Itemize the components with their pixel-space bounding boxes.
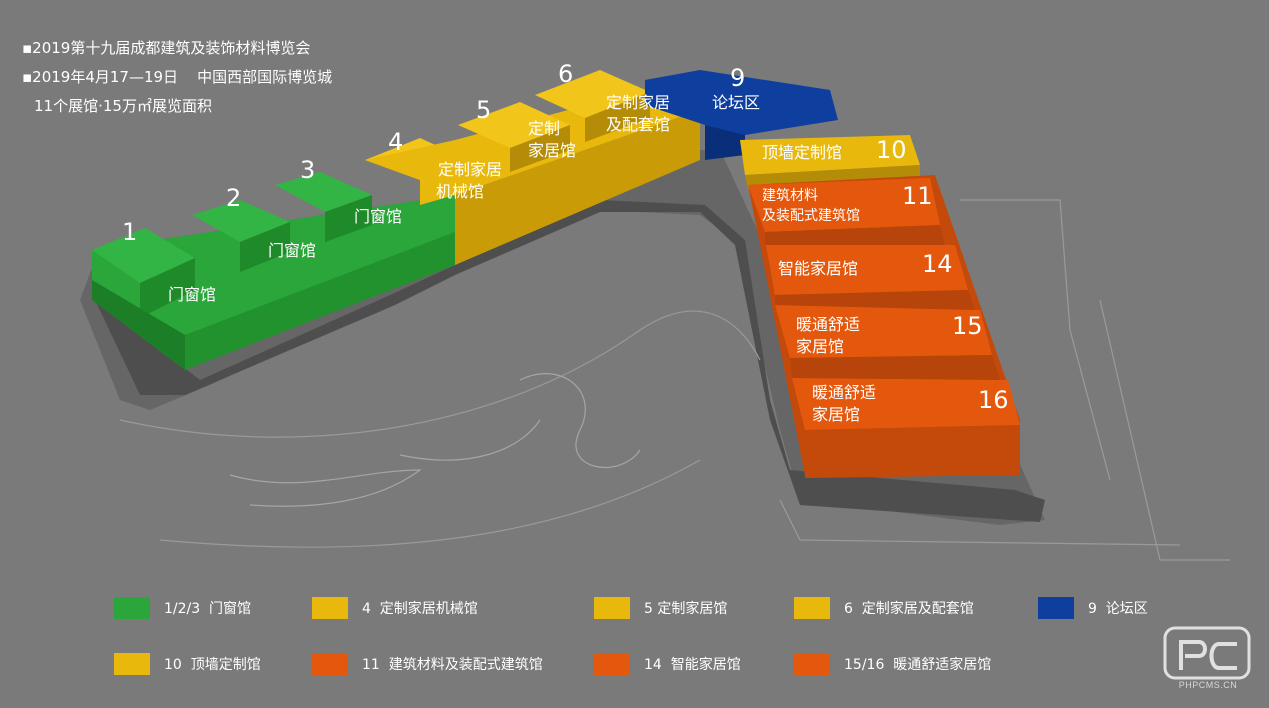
hall-6-name-line1: 定制家居 — [606, 93, 670, 112]
hall-10-name: 顶墙定制馆 — [762, 143, 842, 162]
hall-15-name-line1: 暖通舒适 — [796, 315, 860, 334]
legend-swatch-yellow — [114, 653, 150, 675]
hall-3-name: 门窗馆 — [354, 207, 402, 226]
hall-1-3-block[interactable] — [92, 172, 455, 370]
hall-6-name-line2: 及配套馆 — [606, 115, 670, 134]
hall-4-name-line2: 机械馆 — [436, 182, 484, 201]
hall-11-name-line2: 及装配式建筑馆 — [762, 208, 860, 224]
legend-item-hall-4: 4 定制家居机械馆 — [312, 597, 478, 619]
hall-4-6-block[interactable] — [365, 70, 700, 265]
hall-16-name-line2: 家居馆 — [812, 405, 860, 424]
hall-14-name: 智能家居馆 — [778, 259, 858, 278]
legend-swatch-yellow — [794, 597, 830, 619]
legend-label: 5 定制家居馆 — [644, 601, 728, 617]
event-title: ▪2019第十九届成都建筑及装饰材料博览会 — [22, 39, 311, 57]
legend-label: 11 建筑材料及装配式建筑馆 — [362, 657, 543, 673]
legend-item-hall-14: 14 智能家居馆 — [594, 653, 741, 675]
hall-11-number: 11 — [902, 182, 933, 210]
legend-item-forum-9: 9 论坛区 — [1038, 597, 1148, 619]
hall-1-number: 1 — [122, 218, 137, 246]
legend-label: 10 顶墙定制馆 — [164, 657, 261, 673]
legend-swatch-orange — [794, 653, 830, 675]
hall-16-name-line1: 暖通舒适 — [812, 383, 876, 402]
hall-15-number: 15 — [952, 312, 983, 340]
event-scale: 11个展馆·15万㎡展览面积 — [34, 97, 212, 115]
legend-item-halls-1-3: 1/2/3 门窗馆 — [114, 597, 251, 619]
pc-logo-icon — [1163, 626, 1251, 680]
legend-label: 14 智能家居馆 — [644, 657, 741, 673]
legend-swatch-yellow — [312, 597, 348, 619]
hall-9-name: 论坛区 — [712, 93, 760, 112]
legend-label: 6 定制家居及配套馆 — [844, 601, 974, 617]
legend-swatch-green — [114, 597, 150, 619]
hall-1-name: 门窗馆 — [168, 285, 216, 304]
legend-label: 1/2/3 门窗馆 — [164, 601, 252, 617]
legend-label: 15/16 暖通舒适家居馆 — [844, 657, 992, 673]
hall-3-number: 3 — [300, 156, 315, 184]
event-date-venue: ▪2019年4月17—19日 中国西部国际博览城 — [22, 68, 333, 86]
hall-5-number: 5 — [476, 96, 491, 124]
hall-4-name-line1: 定制家居 — [438, 160, 502, 179]
legend-item-hall-11: 11 建筑材料及装配式建筑馆 — [312, 653, 543, 675]
hall-labels: 1 门窗馆 2 门窗馆 3 门窗馆 4 定制家居 机械馆 5 定制 家居馆 6 … — [122, 60, 1009, 424]
hall-2-name: 门窗馆 — [268, 241, 316, 260]
legend-swatch-blue — [1038, 597, 1074, 619]
hall-5-name-line1: 定制 — [528, 119, 560, 138]
legend-item-hall-10: 10 顶墙定制馆 — [114, 653, 261, 675]
hall-4-number: 4 — [388, 128, 403, 156]
hall-5-name-line2: 家居馆 — [528, 141, 576, 160]
legend-label: 4 定制家居机械馆 — [362, 601, 478, 617]
hall-2-number: 2 — [226, 184, 241, 212]
watermark-text: PHPCMS.CN — [1178, 680, 1238, 690]
legend-swatch-orange — [594, 653, 630, 675]
event-info: ▪2019第十九届成都建筑及装饰材料博览会 ▪2019年4月17—19日 中国西… — [22, 34, 332, 121]
legend-item-hall-5: 5 定制家居馆 — [594, 597, 727, 619]
hall-6-number: 6 — [558, 60, 573, 88]
legend-label: 9 论坛区 — [1088, 601, 1148, 617]
hall-16-number: 16 — [978, 386, 1009, 414]
legend-swatch-yellow — [594, 597, 630, 619]
legend-item-hall-6: 6 定制家居及配套馆 — [794, 597, 974, 619]
hall-11-name-line1: 建筑材料 — [762, 188, 818, 204]
hall-11-16-block[interactable] — [748, 175, 1020, 478]
hall-9-number: 9 — [730, 64, 745, 92]
legend-swatch-orange — [312, 653, 348, 675]
hall-10-number: 10 — [876, 136, 907, 164]
hall-15-name-line2: 家居馆 — [796, 337, 844, 356]
legend-item-halls-15-16: 15/16 暖通舒适家居馆 — [794, 653, 991, 675]
forum-9-block[interactable] — [645, 70, 838, 160]
hall-14-number: 14 — [922, 250, 953, 278]
